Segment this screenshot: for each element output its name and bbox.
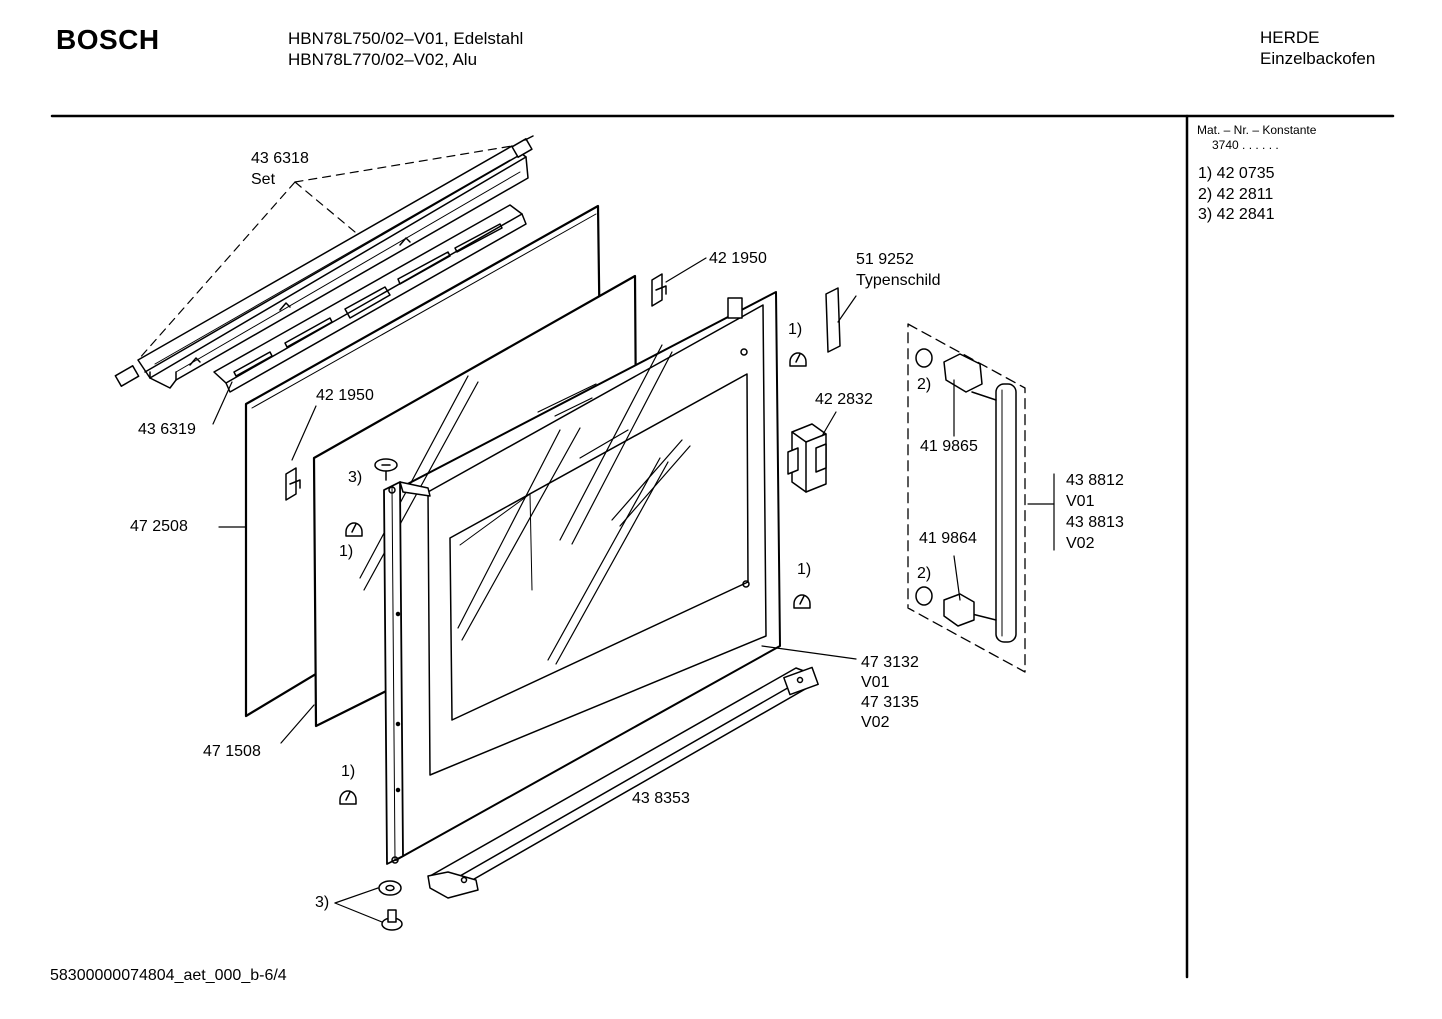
- label-note3-bottom: 3): [315, 894, 330, 911]
- label-421950-top: 42 1950: [709, 250, 767, 267]
- label-v02-frame: V02: [861, 714, 890, 731]
- cover-cap-1-bottom: [339, 790, 357, 805]
- mat-nr-value: 3740 . . . . . .: [1212, 138, 1279, 152]
- leader-lines: [212, 257, 1055, 923]
- label-note1-left-mid: 1): [339, 543, 354, 560]
- label-438812: 43 8812: [1066, 472, 1124, 489]
- model-line-1: HBN78L750/02–V01, Edelstahl: [288, 29, 524, 48]
- vent-strip-part: [213, 204, 527, 393]
- set-dashed-lines: [137, 145, 513, 361]
- label-note1-left-bottom: 1): [341, 763, 356, 780]
- label-473132: 47 3132: [861, 654, 919, 671]
- label-note1-right-mid: 1): [797, 561, 812, 578]
- clip-421950-top: [651, 273, 667, 307]
- clip-421950-left: [285, 467, 301, 501]
- top-rail-part: [114, 135, 534, 389]
- side-profile-bar: [383, 481, 431, 865]
- cover-cap-1-left: [345, 522, 363, 537]
- label-472508: 47 2508: [130, 518, 188, 535]
- label-419864: 41 9864: [919, 530, 977, 547]
- type-plate: [825, 287, 841, 353]
- label-436318: 43 6318: [251, 150, 309, 167]
- label-422832: 42 2832: [815, 391, 873, 408]
- label-419865: 41 9865: [920, 438, 978, 455]
- label-421950-left: 42 1950: [316, 387, 374, 404]
- label-438813: 43 8813: [1066, 514, 1124, 531]
- note-1: 1) 42 0735: [1198, 165, 1275, 182]
- handle-group: [907, 323, 1026, 673]
- label-v01-frame: V01: [861, 674, 890, 691]
- hinge-block-part: [787, 423, 827, 493]
- label-typenschild: Typenschild: [856, 272, 941, 289]
- subcategory-label: Einzelbackofen: [1260, 49, 1376, 68]
- mat-nr-label: Mat. – Nr. – Konstante: [1197, 123, 1317, 137]
- label-436319: 43 6319: [138, 421, 196, 438]
- note-3: 3) 42 2841: [1198, 206, 1275, 223]
- bottom-rail-part: [427, 666, 819, 899]
- category-label: HERDE: [1260, 28, 1320, 47]
- screw-3-top: [374, 458, 398, 481]
- label-note2-top: 2): [917, 376, 932, 393]
- model-line-2: HBN78L770/02–V02, Alu: [288, 50, 478, 69]
- label-v01-handle: V01: [1066, 493, 1095, 510]
- label-519252: 51 9252: [856, 251, 914, 268]
- label-473135: 47 3135: [861, 694, 919, 711]
- cover-cap-1-top-right: [789, 352, 807, 367]
- label-note2-bottom: 2): [917, 565, 932, 582]
- screw-3-bottom: [381, 909, 403, 931]
- label-note1-right-top: 1): [788, 321, 803, 338]
- label-note3-top: 3): [348, 469, 363, 486]
- cover-cap-1-mid-right: [793, 594, 811, 609]
- label-set: Set: [251, 171, 276, 188]
- note-2: 2) 42 2811: [1198, 186, 1274, 203]
- washer-3-bottom: [378, 880, 402, 896]
- document-id-footer: 58300000074804_aet_000_b-6/4: [50, 967, 287, 984]
- label-v02-handle: V02: [1066, 535, 1095, 552]
- label-438353: 43 8353: [632, 790, 690, 807]
- brand-logo: BOSCH: [56, 24, 160, 55]
- label-471508: 47 1508: [203, 743, 261, 760]
